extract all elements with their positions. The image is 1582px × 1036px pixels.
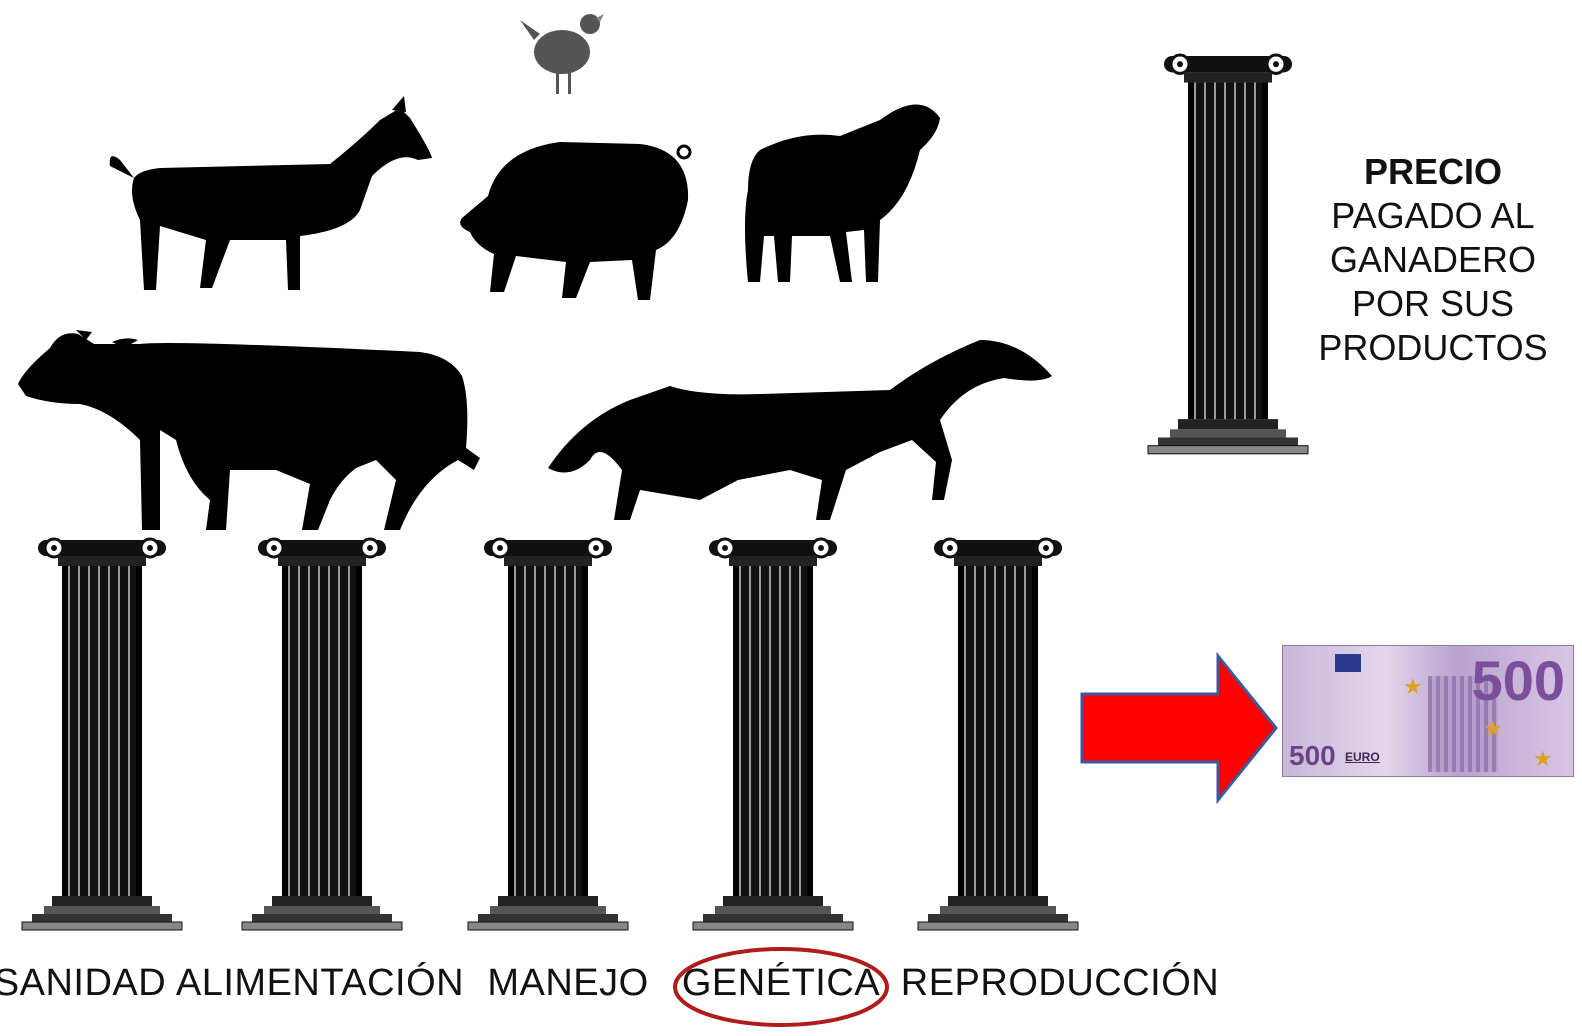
column-reproduccion xyxy=(916,537,1080,932)
arch-icon xyxy=(1428,676,1498,772)
banknote-denomination-small: 500 xyxy=(1289,740,1336,771)
price-line-1: PAGADO AL xyxy=(1331,195,1535,236)
star-icon: ★ xyxy=(1403,674,1423,699)
banknote-image: ★ ★ ★ 500 500 EURO xyxy=(1282,645,1574,777)
price-line-4: PRODUCTOS xyxy=(1318,327,1548,368)
column-alimentacion xyxy=(240,537,404,932)
star-icon: ★ xyxy=(1483,716,1503,741)
goat-icon xyxy=(109,96,432,290)
cow-icon xyxy=(18,330,480,530)
column-manejo xyxy=(466,537,630,932)
sheep-icon xyxy=(745,104,940,282)
pig-icon xyxy=(460,142,692,300)
banknote-currency: EURO xyxy=(1345,750,1380,764)
price-caption: PRECIO PAGADO AL GANADERO POR SUS PRODUC… xyxy=(1298,150,1568,370)
label-sanidad: SANIDAD xyxy=(0,962,167,1004)
column-genetica xyxy=(691,537,855,932)
highlight-ellipse xyxy=(673,947,889,1027)
eu-flag-icon xyxy=(1335,654,1361,672)
column-sanidad xyxy=(20,537,184,932)
hen-icon xyxy=(520,14,604,94)
label-genetica: GENÉTICA xyxy=(681,962,881,1004)
price-title: PRECIO xyxy=(1363,151,1503,192)
label-manejo: MANEJO xyxy=(487,962,649,1004)
arrow-icon xyxy=(1080,651,1278,805)
label-reproduccion: REPRODUCCIÓN xyxy=(900,962,1220,1004)
price-line-3: POR SUS xyxy=(1351,283,1515,324)
column-precio xyxy=(1146,53,1310,456)
horse-icon xyxy=(548,340,1052,520)
label-alimentacion: ALIMENTACIÓN xyxy=(175,962,465,1004)
star-icon: ★ xyxy=(1533,746,1553,771)
price-line-2: GANADERO xyxy=(1329,239,1537,280)
banknote-denomination: 500 xyxy=(1471,649,1565,712)
